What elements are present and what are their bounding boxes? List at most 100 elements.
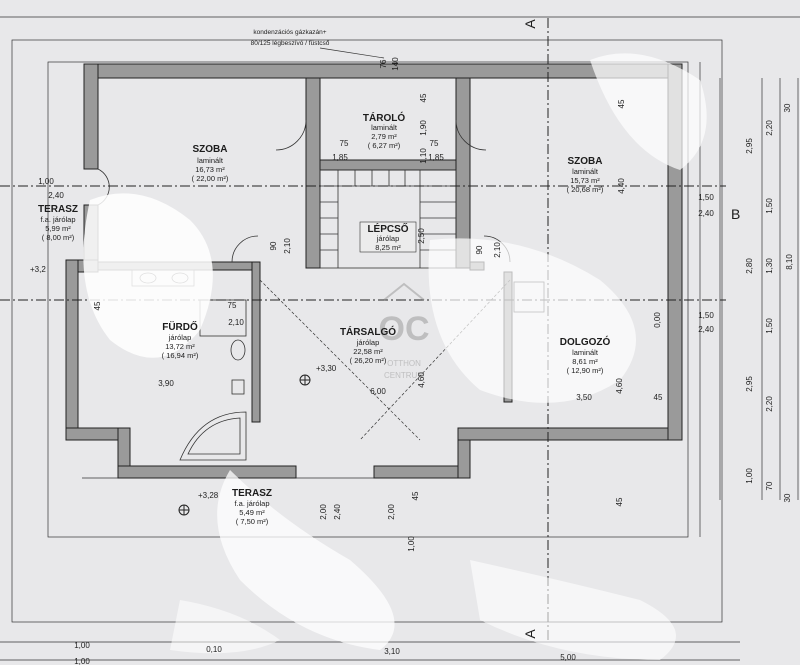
svg-text:16,73 m²: 16,73 m²: [195, 165, 225, 174]
svg-text:1,00: 1,00: [38, 177, 54, 186]
svg-text:+3,30: +3,30: [316, 364, 337, 373]
svg-text:8,10: 8,10: [785, 254, 794, 270]
svg-text:45: 45: [411, 491, 420, 500]
svg-text:( 20,68 m²): ( 20,68 m²): [567, 185, 604, 194]
svg-text:30: 30: [783, 493, 792, 502]
svg-text:SZOBA: SZOBA: [568, 156, 603, 167]
svg-text:1,00: 1,00: [74, 657, 90, 665]
svg-text:2,10: 2,10: [228, 318, 244, 327]
svg-text:45: 45: [615, 497, 624, 506]
room-lepcso: LÉPCSŐ járólap 8,25 m²: [359, 221, 417, 253]
svg-text:2,40: 2,40: [48, 191, 64, 200]
svg-text:140: 140: [391, 57, 400, 71]
svg-text:3,10: 3,10: [384, 647, 400, 656]
level-marker-left-terrace: +3,2: [30, 265, 46, 274]
svg-text:járólap: járólap: [168, 333, 192, 342]
svg-text:járólap: járólap: [356, 338, 380, 347]
svg-text:2,79 m²: 2,79 m²: [371, 132, 397, 141]
svg-text:TÁROLÓ: TÁROLÓ: [363, 111, 405, 124]
svg-text:laminált: laminált: [572, 167, 599, 176]
svg-text:4,40: 4,40: [617, 178, 626, 194]
svg-text:TERASZ: TERASZ: [38, 204, 78, 215]
svg-text:( 7,50 m²): ( 7,50 m²): [236, 517, 269, 526]
svg-text:2,95: 2,95: [745, 376, 754, 392]
watermark-word1: OTTHON: [387, 359, 421, 368]
svg-text:1,50: 1,50: [765, 318, 774, 334]
svg-text:laminált: laminált: [572, 348, 599, 357]
svg-text:5,99 m²: 5,99 m²: [45, 224, 71, 233]
svg-text:5,49 m²: 5,49 m²: [239, 508, 265, 517]
svg-text:45: 45: [419, 93, 428, 102]
watermark-word2: CENTRUM: [384, 371, 424, 380]
svg-text:1,00: 1,00: [74, 641, 90, 650]
walls: [65, 63, 683, 479]
svg-text:22,58 m²: 22,58 m²: [353, 347, 383, 356]
svg-text:76: 76: [379, 59, 388, 68]
section-mark-a-top: A: [522, 19, 538, 29]
svg-text:2,20: 2,20: [765, 120, 774, 136]
svg-text:1,90: 1,90: [419, 120, 428, 136]
terrace-dimension-texts: 2,00 2,40 2,00 45 1,00 45: [319, 491, 624, 552]
svg-text:13,72 m²: 13,72 m²: [165, 342, 195, 351]
svg-text:2,20: 2,20: [765, 396, 774, 412]
svg-text:1,30: 1,30: [765, 258, 774, 274]
room-terasz-bottom: TERASZ f.a. járólap 5,49 m² ( 7,50 m²): [232, 488, 272, 526]
svg-text:6,00: 6,00: [370, 387, 386, 396]
svg-text:45: 45: [617, 99, 626, 108]
room-furdo: FÜRDŐ járólap 13,72 m² ( 16,94 m²): [162, 320, 199, 360]
svg-text:( 16,94 m²): ( 16,94 m²): [162, 351, 199, 360]
svg-text:1,85: 1,85: [332, 153, 348, 162]
svg-text:70: 70: [765, 481, 774, 490]
svg-text:( 22,00 m²): ( 22,00 m²): [192, 174, 229, 183]
room-szoba-right: SZOBA laminált 15,73 m² ( 20,68 m²): [567, 156, 604, 194]
svg-text:0,00: 0,00: [653, 312, 662, 328]
svg-text:8,25 m²: 8,25 m²: [375, 243, 401, 252]
svg-text:1,50: 1,50: [698, 193, 714, 202]
svg-text:1,10: 1,10: [419, 148, 428, 164]
svg-text:TÁRSALGÓ: TÁRSALGÓ: [340, 325, 396, 338]
svg-text:+3,28: +3,28: [198, 491, 219, 500]
svg-text:járólap: járólap: [376, 234, 400, 243]
svg-text:DOLGOZÓ: DOLGOZÓ: [560, 335, 611, 348]
svg-text:2,00: 2,00: [387, 504, 396, 520]
svg-text:8,61 m²: 8,61 m²: [572, 357, 598, 366]
watermark-monogram: OC: [379, 310, 430, 348]
svg-text:75: 75: [340, 139, 349, 148]
bottom-dimension-texts: 1,00 0,10 3,10 5,00 1,00: [74, 641, 576, 665]
right-column-dimension-texts: 2,95 2,20 30 1,50 2,80 1,30 1,50 2,95 2,…: [745, 103, 794, 502]
svg-text:2,50: 2,50: [417, 228, 426, 244]
svg-text:4,60: 4,60: [615, 378, 624, 394]
svg-text:90: 90: [475, 245, 484, 254]
svg-text:2,40: 2,40: [333, 504, 342, 520]
level-marker-terrace: +3,28: [178, 491, 219, 516]
vertical-dimension-texts: 76 140 45 1,90 1,10 4,40 45 2,50 4,60 4,…: [93, 57, 663, 402]
room-dolgozo: DOLGOZÓ laminált 8,61 m² ( 12,90 m²): [560, 335, 611, 375]
svg-text:laminált: laminált: [371, 123, 398, 132]
dimension-texts: 75 1,85 75 1,85 90 2,10 90 2,10 75 2,10 …: [38, 139, 714, 402]
svg-text:SZOBA: SZOBA: [193, 144, 228, 155]
svg-text:2,40: 2,40: [698, 325, 714, 334]
watermark: OC OTTHON CENTRUM: [379, 282, 430, 380]
svg-text:LÉPCSŐ: LÉPCSŐ: [367, 222, 408, 235]
svg-text:2,95: 2,95: [745, 138, 754, 154]
glare-reflection: [83, 53, 707, 660]
corner-bathtub: [179, 411, 247, 461]
svg-text:2,00: 2,00: [319, 504, 328, 520]
svg-text:1,50: 1,50: [698, 311, 714, 320]
svg-text:15,73 m²: 15,73 m²: [570, 176, 600, 185]
level-marker-living: +3,30: [299, 364, 337, 386]
svg-text:( 26,20 m²): ( 26,20 m²): [350, 356, 387, 365]
svg-text:f.a. járólap: f.a. járólap: [40, 215, 75, 224]
right-dimension-lines: [719, 78, 799, 500]
toilet-bowl: [230, 339, 246, 361]
svg-text:5,00: 5,00: [560, 653, 576, 662]
room-terasz-left: TERASZ f.a. járólap 5,99 m² ( 8,00 m²): [38, 204, 78, 242]
svg-text:( 8,00 m²): ( 8,00 m²): [42, 233, 75, 242]
boiler-note-line2: 80/125 légbeszívó / füstcső: [251, 40, 330, 47]
svg-text:2,80: 2,80: [745, 258, 754, 274]
svg-text:90: 90: [269, 241, 278, 250]
svg-text:45: 45: [93, 301, 102, 310]
svg-text:3,50: 3,50: [576, 393, 592, 402]
svg-text:2,10: 2,10: [493, 242, 502, 258]
